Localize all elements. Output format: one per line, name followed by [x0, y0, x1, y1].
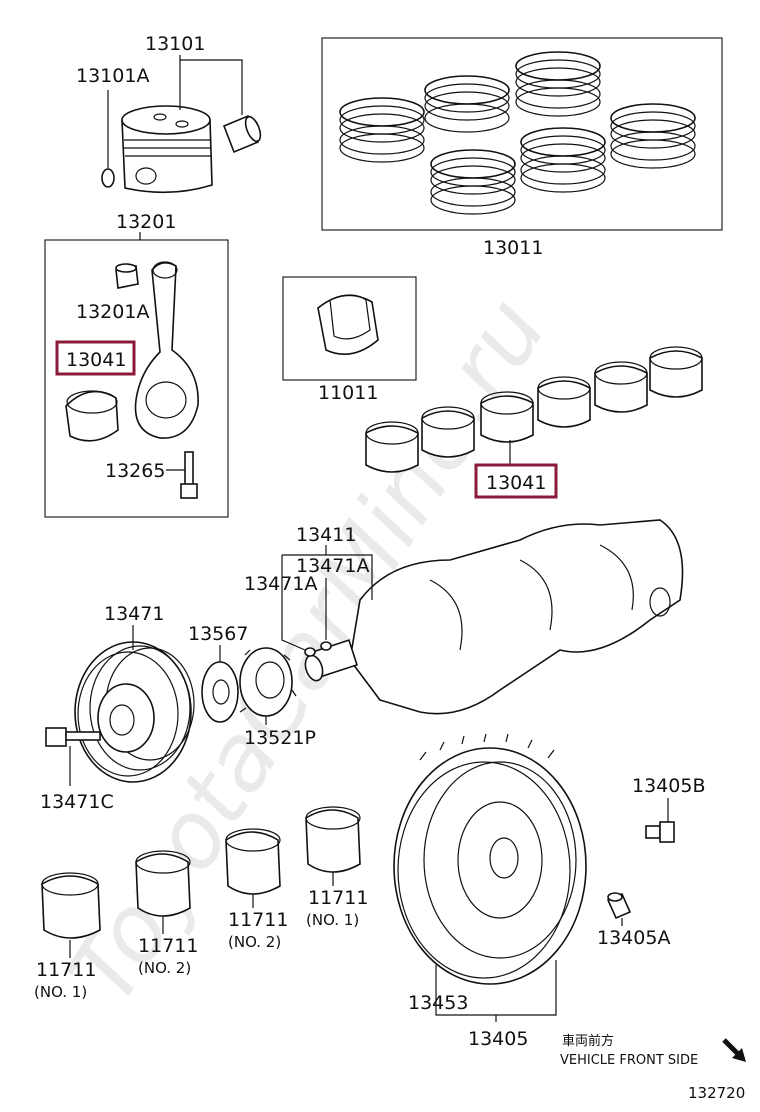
label-13265: 13265: [105, 460, 165, 482]
flywheel: [393, 733, 587, 985]
crankshaft-thrust-washer-set: [317, 294, 379, 356]
pulley-bolt: [45, 727, 101, 747]
piston-assembly: [121, 105, 213, 194]
label-13405: 13405: [468, 1028, 528, 1050]
small-end-bushing: [115, 263, 139, 289]
label-13011: 13011: [483, 237, 543, 259]
label-13521P: 13521P: [244, 727, 316, 749]
label-13411: 13411: [296, 524, 356, 546]
label-11711-b-sub: (NO. 2): [138, 959, 191, 977]
label-13101: 13101: [145, 33, 205, 55]
label-11711-a-sub: (NO. 1): [34, 983, 87, 1001]
piston-ring-set: [339, 51, 696, 215]
piston-ring-set-box: [321, 37, 723, 231]
crank-angle-plate: [201, 661, 239, 723]
label-13567: 13567: [188, 623, 248, 645]
connecting-rod-box: [44, 239, 229, 518]
label-13041-main[interactable]: 13041: [486, 472, 546, 494]
label-11011: 11011: [318, 382, 378, 404]
label-11711-c: 11711: [228, 909, 288, 931]
label-13201: 13201: [116, 211, 176, 233]
label-11711-c-sub: (NO. 2): [228, 933, 281, 951]
thrust-washer-box: [282, 276, 417, 381]
label-13405B: 13405B: [632, 775, 705, 797]
highlight-13041-main: [474, 463, 558, 499]
label-13471: 13471: [104, 603, 164, 625]
connecting-rod: [134, 261, 199, 439]
woodruff-keys: [304, 641, 332, 657]
crankshaft: [304, 519, 684, 715]
diagram-number: 132720: [688, 1084, 745, 1102]
connecting-rod-bearing: [65, 390, 119, 442]
connecting-rod-bolt: [180, 451, 198, 499]
label-11711-a: 11711: [36, 959, 96, 981]
crankshaft-bearing-no2-a: [135, 850, 191, 917]
crankshaft-bearing-no1-a: [41, 872, 101, 939]
label-13471C: 13471C: [40, 791, 114, 813]
crankshaft-bearing-set: [365, 346, 703, 473]
front-direction-arrow-icon: [722, 1038, 746, 1062]
label-11711-b: 11711: [138, 935, 198, 957]
vehicle-front-jp: 車両前方: [562, 1033, 614, 1049]
label-13471A-a: 13471A: [244, 573, 317, 595]
flywheel-dowel-pin: [606, 892, 632, 920]
label-13471A-b: 13471A: [296, 555, 369, 577]
label-11711-d-sub: (NO. 1): [306, 911, 359, 929]
label-13453: 13453: [408, 992, 468, 1014]
highlight-13041-rod: [55, 340, 136, 376]
vehicle-front-en: VEHICLE FRONT SIDE: [560, 1053, 698, 1068]
flywheel-bolt: [645, 821, 675, 843]
label-13101A: 13101A: [76, 65, 149, 87]
label-11711-d: 11711: [308, 887, 368, 909]
label-13201A: 13201A: [76, 301, 149, 323]
piston-pin-snap-ring: [101, 168, 115, 188]
crankshaft-bearing-no1-b: [305, 806, 361, 873]
crankshaft-pulley: [74, 641, 195, 783]
crankshaft-bearing-no2-b: [225, 828, 281, 895]
label-13041-rod[interactable]: 13041: [66, 349, 126, 371]
piston-pin: [222, 114, 262, 154]
label-13405A: 13405A: [597, 927, 670, 949]
